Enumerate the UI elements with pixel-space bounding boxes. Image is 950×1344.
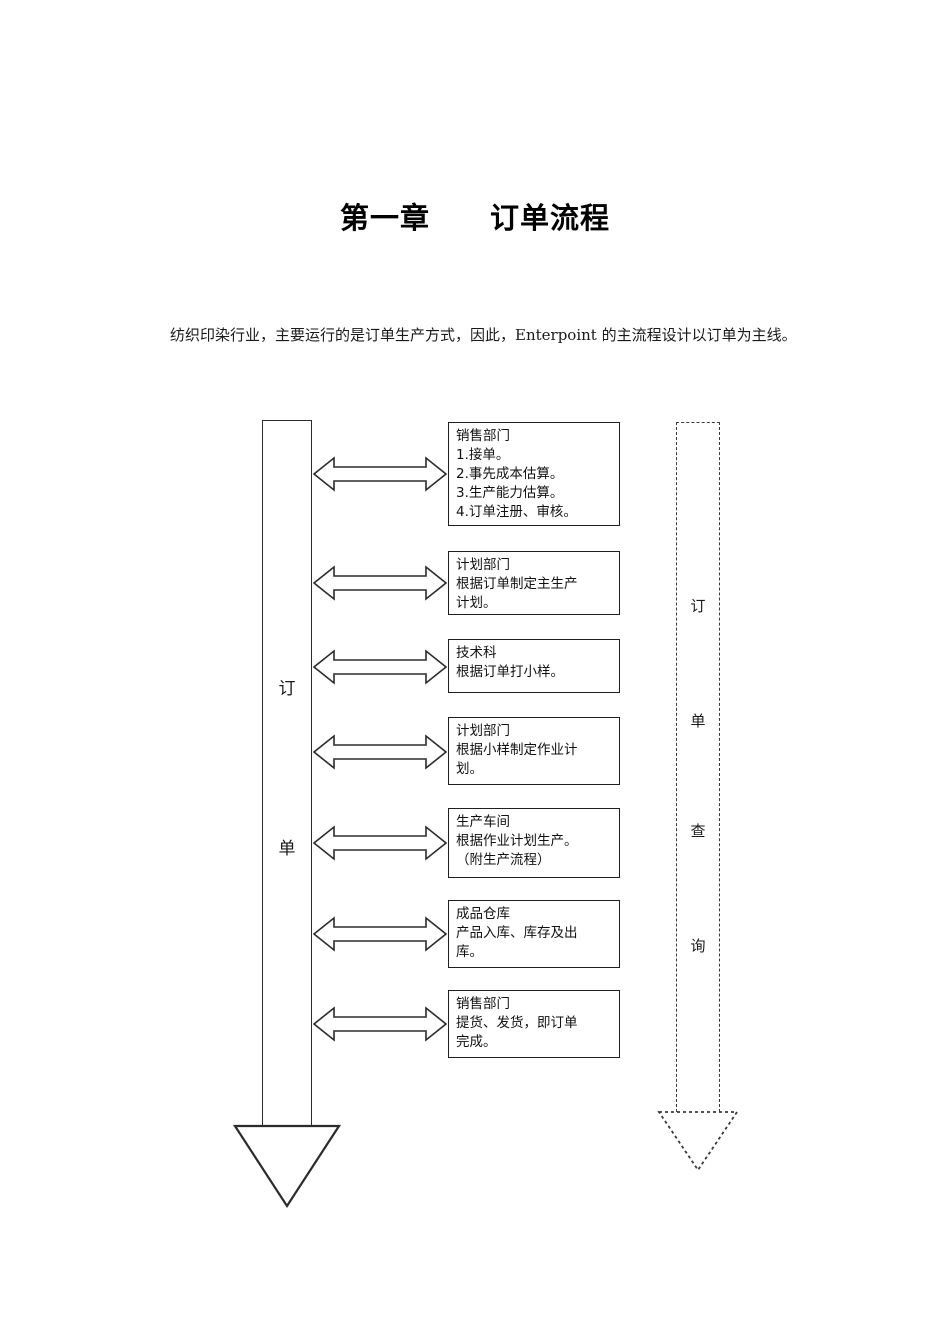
bidirectional-arrow-icon: [312, 455, 448, 493]
bidirectional-arrow-icon: [312, 733, 448, 771]
department-name: 计划部门: [456, 723, 510, 739]
department-task-line: 3.生产能力估算。: [456, 485, 564, 501]
department-box: 销售部门提货、发货，即订单完成。: [448, 990, 620, 1058]
bidirectional-arrow-icon: [312, 915, 448, 953]
order-mainline-shaft: [262, 420, 312, 1125]
department-name: 生产车间: [456, 814, 510, 830]
department-name: 技术科: [456, 645, 497, 661]
department-box: 计划部门根据订单制定主生产计划。: [448, 551, 620, 615]
department-task-line: 2.事先成本估算。: [456, 466, 564, 482]
department-name: 计划部门: [456, 557, 510, 573]
order-query-label-char-2: 单: [690, 712, 706, 730]
department-task-line: 库。: [456, 944, 483, 960]
department-box: 计划部门根据小样制定作业计划。: [448, 717, 620, 785]
order-mainline-label-char-2: 单: [278, 839, 296, 859]
bidirectional-arrow-icon: [312, 648, 448, 686]
department-task-line: 完成。: [456, 1034, 497, 1050]
page-title: 第一章 订单流程: [339, 201, 610, 236]
order-mainline-arrowhead-icon: [233, 1124, 341, 1208]
department-task-line: 根据作业计划生产。: [456, 833, 578, 849]
department-box: 技术科根据订单打小样。: [448, 639, 620, 693]
bidirectional-arrow-icon: [312, 1005, 448, 1043]
bidirectional-arrow-icon: [312, 824, 448, 862]
order-query-shaft: [676, 422, 720, 1112]
department-box: 生产车间根据作业计划生产。 （附生产流程）: [448, 808, 620, 878]
department-task-line: 4.订单注册、审核。: [456, 504, 577, 520]
bidirectional-arrow-icon: [312, 564, 448, 602]
order-query-label-char-3: 查: [690, 822, 706, 840]
department-task-line: 根据订单打小样。: [456, 664, 564, 680]
order-query-label-char-4: 询: [690, 937, 706, 955]
department-box: 成品仓库产品入库、库存及出库。: [448, 900, 620, 968]
order-query-label-char-1: 订: [690, 597, 706, 615]
department-task-line: 划。: [456, 761, 483, 777]
order-mainline-label-char-1: 订: [278, 679, 296, 699]
department-task-line: （附生产流程）: [456, 852, 551, 868]
department-task-line: 产品入库、库存及出: [456, 925, 578, 941]
department-box: 销售部门 1.接单。 2.事先成本估算。 3.生产能力估算。 4.订单注册、审核。: [448, 422, 620, 526]
department-name: 成品仓库: [456, 906, 510, 922]
order-query-arrowhead-icon: [657, 1111, 739, 1172]
department-task-line: 根据小样制定作业计: [456, 742, 578, 758]
department-name: 销售部门: [456, 996, 510, 1012]
department-task-line: 提货、发货，即订单: [456, 1015, 578, 1031]
department-task-line: 根据订单制定主生产: [456, 576, 578, 592]
department-task-line: 1.接单。: [456, 447, 510, 463]
intro-paragraph: 纺织印染行业，主要运行的是订单生产方式，因此，Enterpoint 的主流程设计…: [170, 326, 797, 344]
department-task-line: 计划。: [456, 595, 497, 611]
department-name: 销售部门: [456, 428, 510, 444]
